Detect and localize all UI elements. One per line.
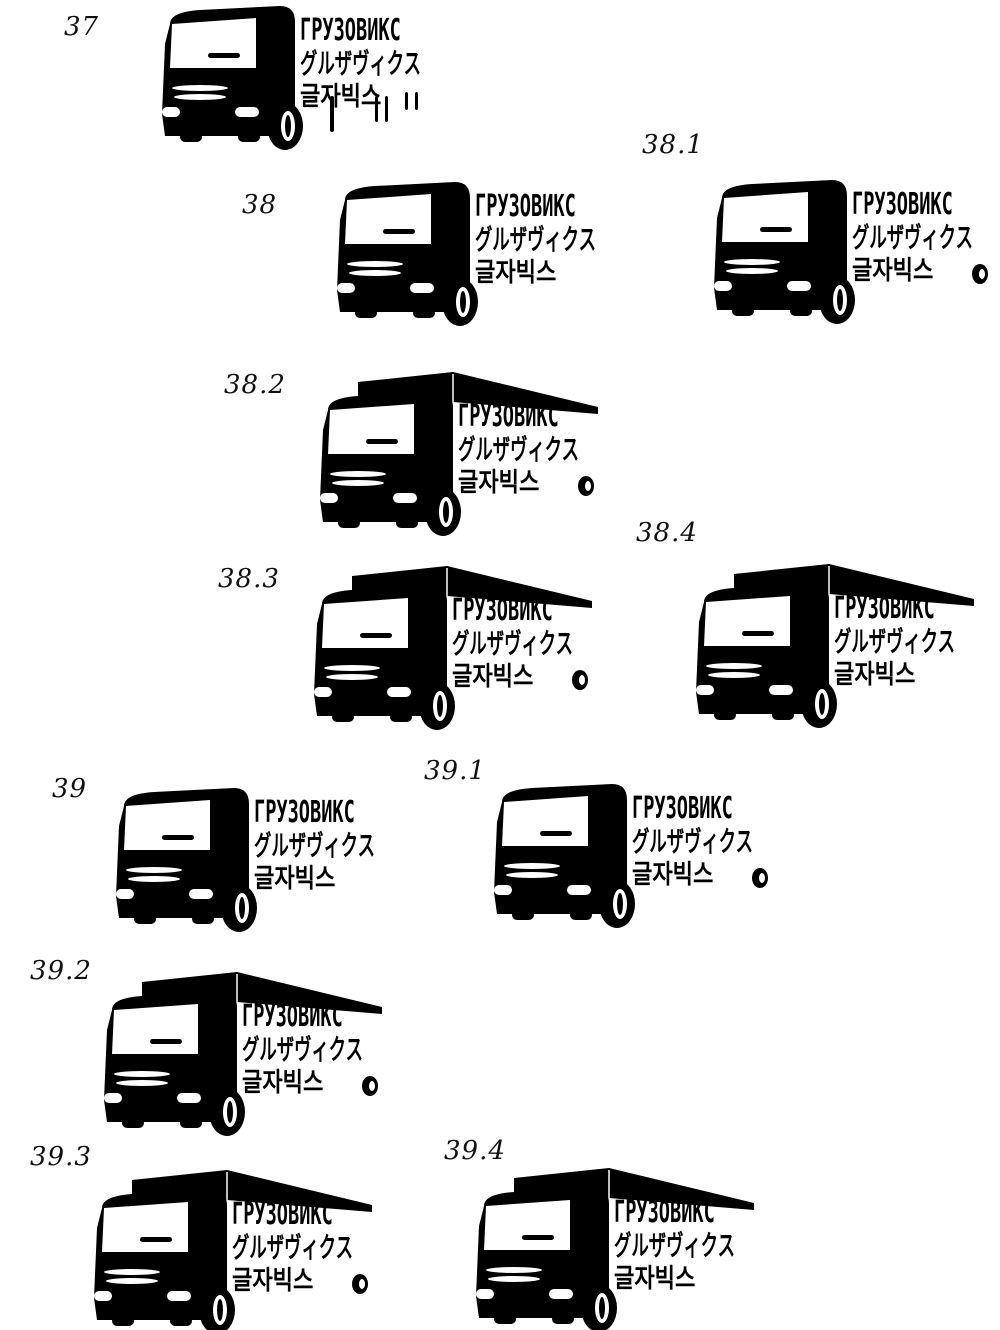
logo-text-line-3: 글자빅스 [452, 662, 534, 692]
logo-text-line-1: ГРУЗОВИКС [614, 1195, 715, 1230]
truck-icon [116, 788, 257, 932]
truck-icon [476, 1168, 754, 1330]
logo-text-line-2: グルザヴィクス [452, 627, 574, 660]
wheel-icon [442, 278, 478, 326]
sketch-number-label: 39.3 [30, 1142, 92, 1172]
sketch-number-label: 39 [52, 774, 88, 804]
truck-icon [162, 6, 418, 150]
logo-text-line-2: グルザヴィクス [242, 1033, 364, 1066]
wheel-icon [199, 1286, 235, 1330]
wheel-icon [425, 488, 461, 536]
sketch-number-label: 39.2 [30, 956, 92, 986]
wheel-icon [801, 680, 837, 728]
logo-text-line-2: グルザヴィクス [614, 1229, 736, 1262]
sketch-number-label: 39.4 [444, 1136, 506, 1166]
sketch-number-label: 38.2 [224, 370, 286, 400]
wheel-icon [599, 880, 635, 928]
logo-text-line-1: ГРУЗОВИКС [852, 187, 953, 222]
logo-text-line-3: 글자빅스 [232, 1266, 314, 1296]
logo-text-line-3: 글자빅스 [300, 82, 382, 112]
truck-icon [94, 1170, 372, 1330]
logo-text-line-3: 글자빅스 [852, 256, 934, 286]
logo-text-line-2: グルザヴィクス [834, 625, 956, 658]
logo-text-line-2: グルザヴィクス [300, 47, 422, 80]
logo-text-line-1: ГРУЗОВИКС [458, 399, 559, 434]
sketch-number-label: 39.1 [424, 756, 486, 786]
logo-text-line-2: グルザヴィクス [632, 825, 754, 858]
wheel-icon [267, 102, 303, 150]
wheel-icon [819, 276, 855, 324]
wheel-icon [221, 884, 257, 932]
logo-text-line-3: 글자빅스 [632, 860, 714, 890]
logo-text-line-1: ГРУЗОВИКС [300, 13, 401, 48]
truck-icon [714, 180, 988, 324]
logo-text-line-1: ГРУЗОВИКС [254, 795, 355, 830]
logo-text-line-3: 글자빅스 [458, 468, 540, 498]
logo-text-line-1: ГРУЗОВИКС [632, 791, 733, 826]
logo-text-line-2: グルザヴィクス [254, 829, 376, 862]
logo-text-line-3: 글자빅스 [254, 864, 336, 894]
sketch-number-label: 38 [242, 190, 278, 220]
logo-text-line-2: グルザヴィクス [475, 223, 597, 256]
truck-icon [337, 182, 478, 326]
wheel-icon [581, 1284, 617, 1330]
truck-icon [104, 972, 382, 1136]
sketch-number-label: 37 [64, 12, 100, 42]
logo-text-line-1: ГРУЗОВИКС [232, 1197, 333, 1232]
truck-icon [320, 372, 598, 536]
wheel-icon [209, 1088, 245, 1136]
sketch-number-label: 38.4 [636, 518, 698, 548]
sketch-number-label: 38.3 [218, 564, 280, 594]
wheel-icon [419, 682, 455, 730]
logo-text-line-3: 글자빅스 [475, 258, 557, 288]
truck-icon [494, 784, 768, 928]
truck-icon [696, 564, 974, 728]
logo-text-line-3: 글자빅스 [834, 660, 916, 690]
logo-text-line-2: グルザヴィクス [458, 433, 580, 466]
logo-text-line-1: ГРУЗОВИКС [242, 999, 343, 1034]
logo-text-line-1: ГРУЗОВИКС [452, 593, 553, 628]
truck-icon [314, 566, 592, 730]
sketch-number-label: 38.1 [642, 130, 704, 160]
logo-text-line-1: ГРУЗОВИКС [475, 189, 576, 224]
logo-text-line-1: ГРУЗОВИКС [834, 591, 935, 626]
logo-text-line-2: グルザヴィクス [852, 221, 974, 254]
logo-text-line-2: グルザヴィクス [232, 1231, 354, 1264]
logo-text-line-3: 글자빅스 [242, 1068, 324, 1098]
logo-text-line-3: 글자빅스 [614, 1264, 696, 1294]
